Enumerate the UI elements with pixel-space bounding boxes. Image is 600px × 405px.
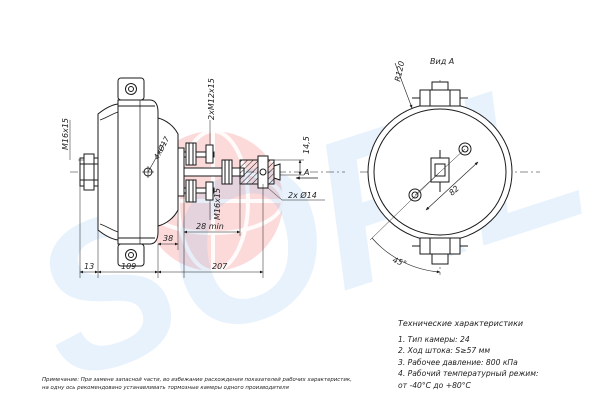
- mounting-flange: [177, 147, 185, 197]
- label-dim-109: 109: [121, 262, 136, 271]
- spec-item: 1. Тип камеры: 24: [398, 334, 470, 344]
- label-dim-13: 13: [84, 262, 94, 271]
- footnote-line-1: Примечание: При замене запасной части, в…: [42, 377, 352, 383]
- spec-item: 4. Рабочий температурный режим:: [398, 369, 539, 379]
- clevis: [239, 155, 281, 189]
- spec-item: от -40°C до +80°C: [398, 380, 471, 390]
- front-view: [360, 62, 540, 275]
- technical-specs: Технические характеристики 1. Тип камеры…: [398, 318, 594, 392]
- push-rod: [183, 167, 245, 177]
- label-thread-bottom: M16x15: [213, 188, 222, 220]
- label-dia-14: 2x Ø14: [288, 190, 317, 200]
- spec-item: 2. Ход штока: S≥57 мм: [398, 346, 491, 356]
- label-thread-left: M16x15: [61, 118, 70, 150]
- front-view-labels: Вид А R120 82 45°: [391, 57, 461, 269]
- front-housing: [157, 117, 179, 227]
- label-dim-207: 207: [212, 262, 228, 271]
- label-r120: R120: [393, 60, 406, 82]
- upper-stud: [183, 142, 215, 166]
- bottom-clamp-bolt-icon: [125, 249, 137, 261]
- label-view-a: Вид А: [430, 57, 454, 66]
- label-min-28: 28 min: [196, 222, 224, 231]
- rear-housing: [97, 103, 119, 241]
- label-arrow-a: A: [303, 168, 309, 177]
- top-clamp-bolt: [412, 81, 468, 107]
- spec-item: 3. Рабочее давление: 800 кПа: [398, 357, 518, 367]
- footnote-line-2: на одну ось рекомендовано устанавливать …: [42, 384, 289, 391]
- label-stud-top: 2xM12x15: [207, 78, 216, 120]
- bottom-clamp-bolt: [412, 237, 468, 265]
- side-view-labels: M16x15 4xØ17 2xM12x15 M16x15 14,5 A 2x Ø…: [61, 78, 317, 271]
- side-view: [69, 77, 345, 278]
- label-dim-38: 38: [163, 234, 173, 243]
- clamp-ring: [117, 99, 159, 245]
- lower-stud: [183, 179, 215, 203]
- top-clamp-bolt-icon: [125, 83, 137, 95]
- specs-title: Технические характеристики: [398, 319, 524, 328]
- label-dim-14-5: 14,5: [302, 136, 311, 154]
- footnote: Примечание: При замене запасной части, в…: [42, 377, 392, 392]
